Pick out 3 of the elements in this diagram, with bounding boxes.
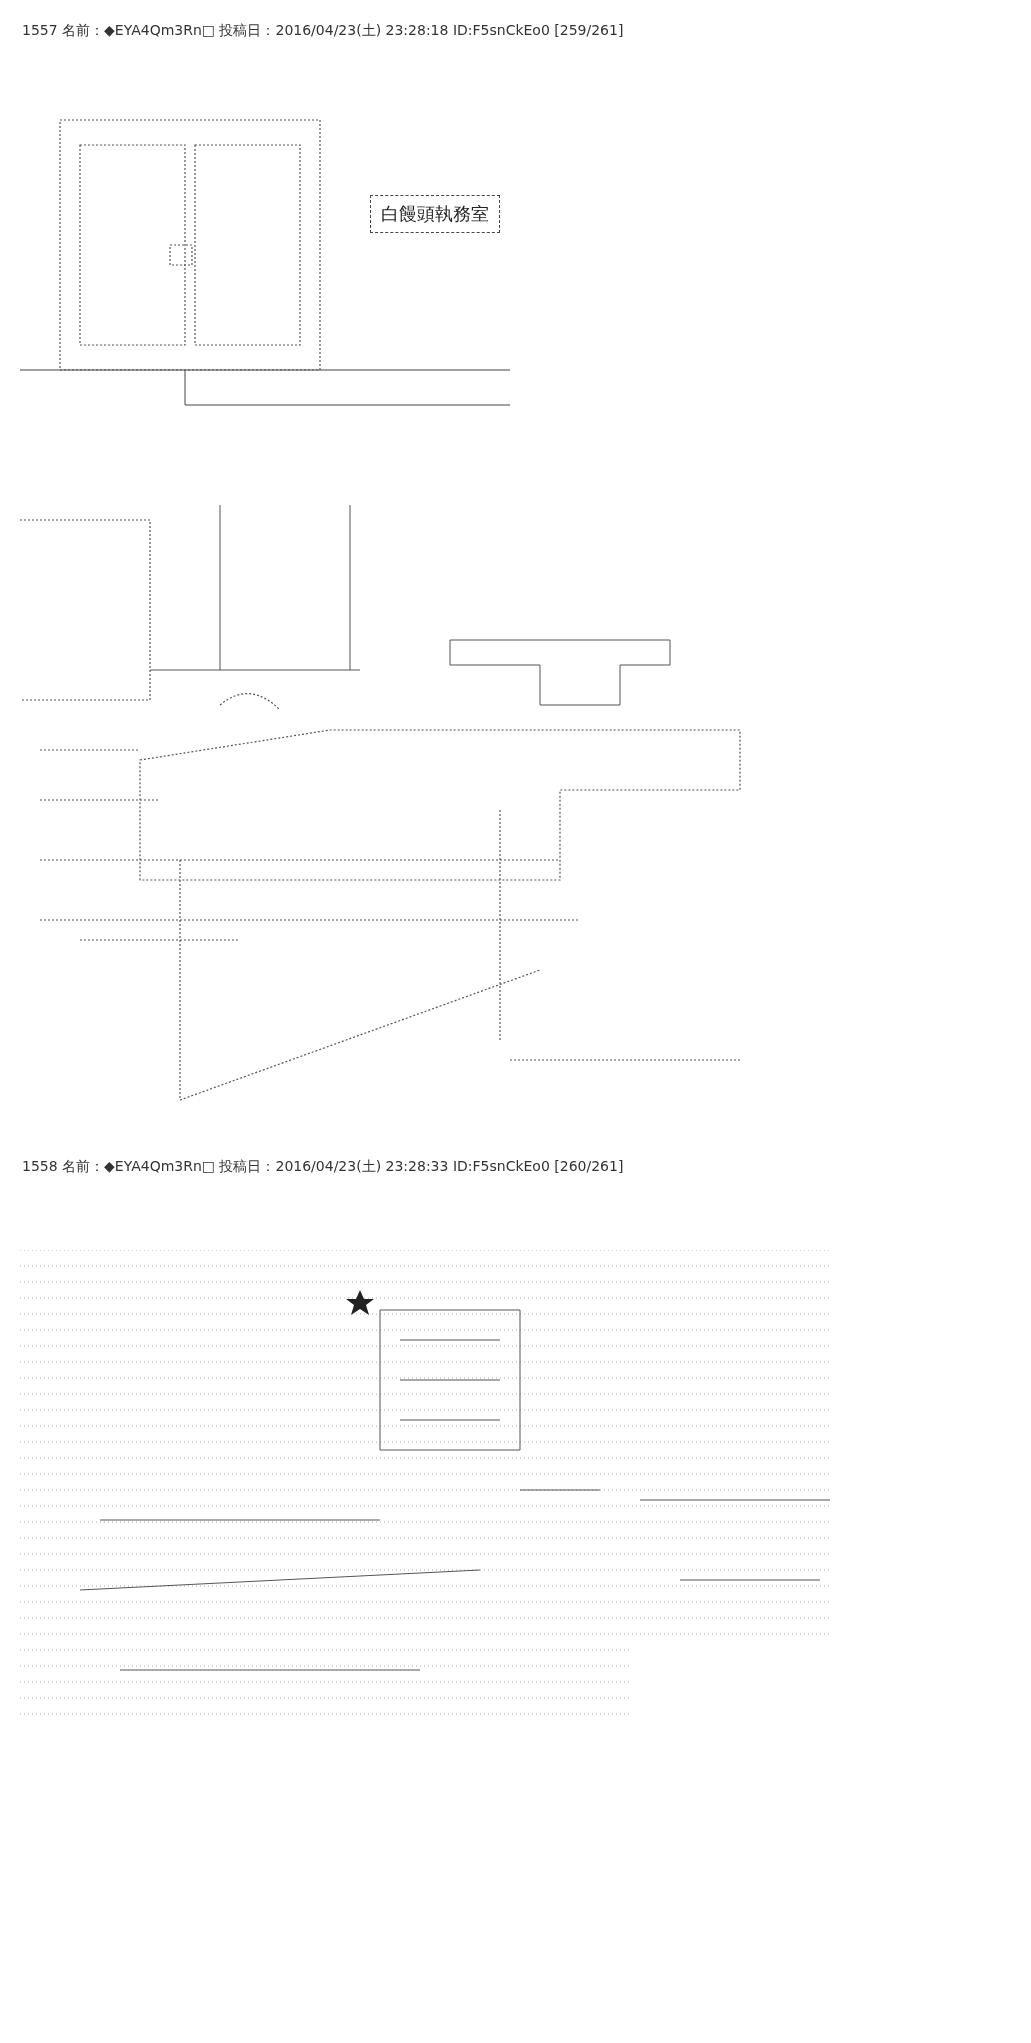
post-header: 1557 名前：◆EYA4Qm3Rn□ 投稿日：2016/04/23(土) 23:28:18 ID:F5snCkEo0 [259/261] xyxy=(22,22,624,40)
post-header: 1558 名前：◆EYA4Qm3Rn□ 投稿日：2016/04/23(土) 23:28:33 ID:F5snCkEo0 [260/261] xyxy=(22,1158,624,1176)
sign-label: 白饅頭執務室 xyxy=(370,195,500,233)
